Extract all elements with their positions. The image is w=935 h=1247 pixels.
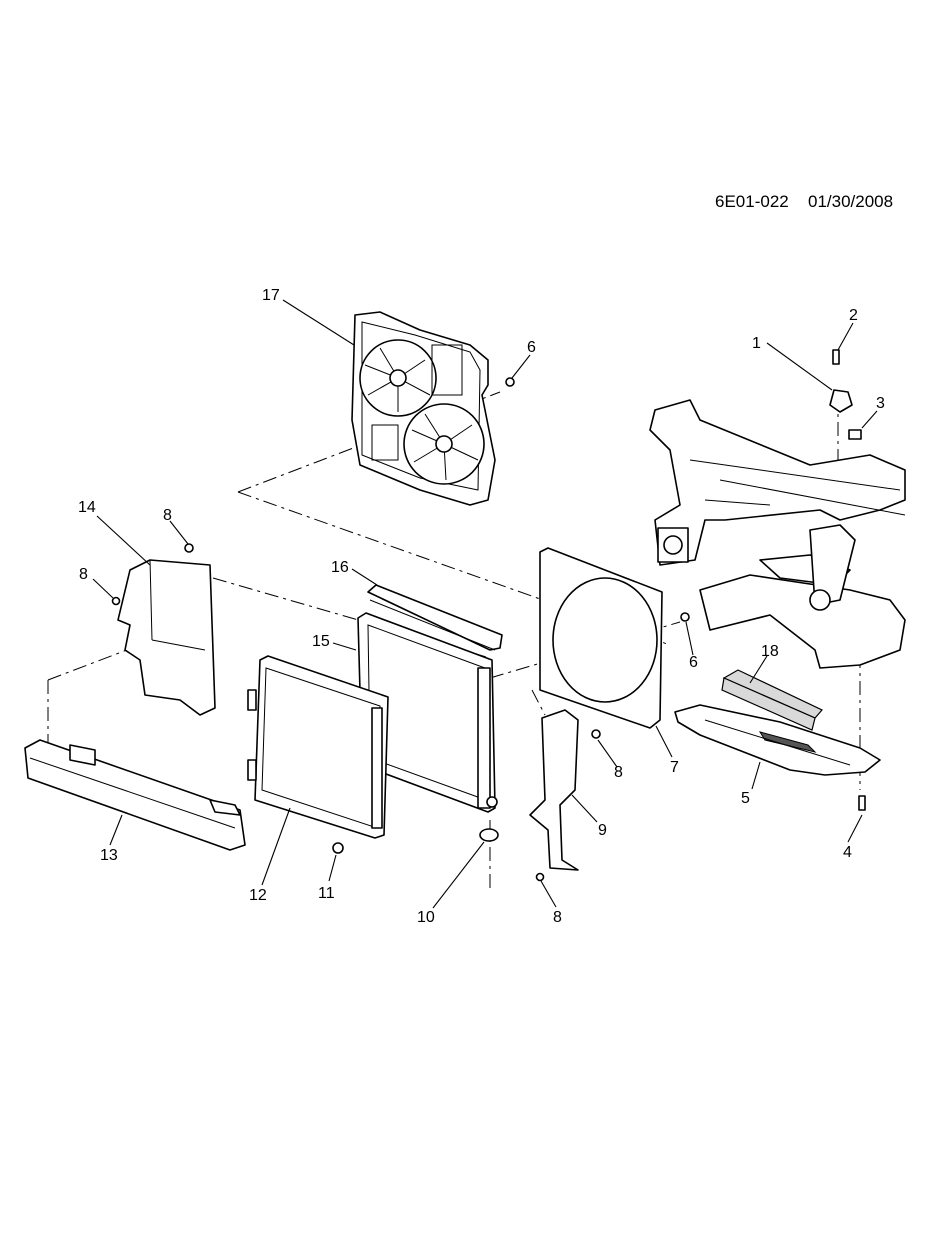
callout-9: 9 [598, 822, 607, 839]
radiator-air-seal [367, 584, 503, 651]
shroud-opening [552, 577, 658, 703]
callout-10: 10 [417, 909, 435, 926]
leader-lines [92, 299, 878, 909]
callout-15: 15 [312, 633, 330, 650]
callout-13: 13 [100, 847, 118, 864]
fan-shroud [539, 547, 663, 729]
callout-8-a: 8 [163, 507, 172, 524]
callout-2: 2 [849, 307, 858, 324]
callout-3: 3 [876, 395, 885, 412]
condenser [247, 655, 389, 839]
bolt-4 [858, 795, 866, 811]
callout-1: 1 [752, 335, 761, 352]
bolt-11 [332, 842, 344, 854]
bolt-8-b [111, 596, 121, 606]
bolt-6-lower [680, 612, 690, 622]
bolt-8-a [184, 543, 194, 553]
bolt-2 [832, 349, 840, 365]
bracket-1 [829, 389, 853, 413]
cooling-fan-module [351, 311, 496, 506]
bolt-6-upper [505, 377, 515, 387]
callout-8-b: 8 [79, 566, 88, 583]
hardware [111, 349, 866, 882]
splash-shield [674, 704, 881, 776]
callout-12: 12 [249, 887, 267, 904]
callout-5: 5 [741, 790, 750, 807]
callout-14: 14 [78, 499, 96, 516]
drawing-date: 01/30/2008 [808, 192, 893, 211]
front-cradle [649, 399, 906, 669]
callout-18: 18 [761, 643, 779, 660]
callout-8-d: 8 [553, 909, 562, 926]
callouts: 1 2 3 4 5 6 6 7 8 8 8 8 9 10 11 12 13 14… [78, 287, 885, 926]
callout-17: 17 [262, 287, 280, 304]
callout-7: 7 [670, 759, 679, 776]
bolt-8-c [591, 729, 601, 739]
baffle [721, 669, 823, 731]
drawing-id: 6E01-022 [715, 192, 789, 211]
callout-11: 11 [318, 885, 335, 902]
callout-16: 16 [331, 559, 349, 576]
front-bumper-impact-bar [24, 739, 246, 851]
callout-8-c: 8 [614, 764, 623, 781]
callout-6-upper: 6 [527, 339, 536, 356]
air-deflector-left [117, 559, 216, 716]
insulator-3 [848, 429, 862, 440]
bolt-8-d [535, 872, 545, 882]
insulator-10 [479, 828, 499, 842]
callout-6-lower: 6 [689, 654, 698, 671]
air-deflector-right [529, 709, 579, 871]
callout-4: 4 [843, 844, 852, 861]
